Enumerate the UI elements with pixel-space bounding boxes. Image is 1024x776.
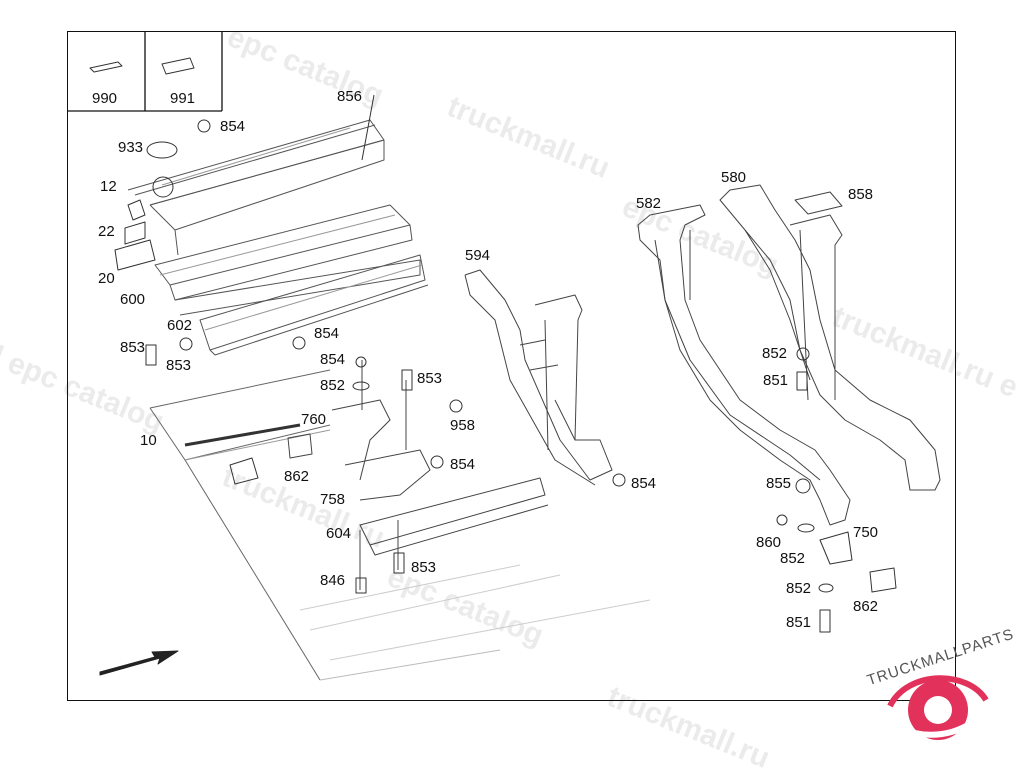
callout-594: 594 (465, 247, 491, 264)
callout-22: 22 (98, 223, 115, 240)
callout-604: 604 (326, 525, 352, 542)
callout-854: 854 (631, 475, 657, 492)
support-bracket-580 (719, 184, 941, 491)
callout-10: 10 (140, 432, 157, 449)
fasteners (114, 119, 897, 633)
callout-580: 580 (721, 169, 747, 186)
callout-933: 933 (118, 139, 144, 156)
legend-boxes (67, 31, 223, 112)
callout-853: 853 (417, 370, 443, 387)
bracket-assembly (287, 360, 549, 590)
diagram-frame (67, 31, 956, 701)
callout-760: 760 (301, 411, 327, 428)
callout-860: 860 (756, 534, 782, 551)
callout-862: 862 (284, 468, 310, 485)
exploded-parts-drawing (67, 31, 941, 681)
callout-854: 854 (220, 118, 246, 135)
callout-852: 852 (320, 377, 346, 394)
floor-panel (149, 369, 651, 681)
callout-858: 858 (848, 186, 874, 203)
callout-958: 958 (450, 417, 476, 434)
brand-logo (887, 675, 989, 740)
callout-853: 853 (166, 357, 192, 374)
callout-852: 852 (786, 580, 812, 597)
callout-846: 846 (320, 572, 346, 589)
callout-854: 854 (320, 351, 346, 368)
callout-853: 853 (411, 559, 437, 576)
callout-582: 582 (636, 195, 662, 212)
support-bracket-582 (637, 204, 851, 526)
callout-851: 851 (786, 614, 812, 631)
callout-854: 854 (450, 456, 476, 473)
callout-862: 862 (853, 598, 879, 615)
callout-600: 600 (120, 291, 146, 308)
callout-856: 856 (337, 88, 363, 105)
legend-label-990: 990 (92, 90, 118, 107)
callout-853: 853 (120, 339, 146, 356)
upper-rail (127, 119, 385, 256)
support-bracket-594 (464, 269, 613, 486)
callout-852: 852 (762, 345, 788, 362)
callout-854: 854 (314, 325, 340, 342)
callout-758: 758 (320, 491, 346, 508)
callout-750: 750 (853, 524, 879, 541)
callout-851: 851 (763, 372, 789, 389)
callout-855: 855 (766, 475, 792, 492)
lower-rail (199, 254, 429, 356)
callout-12: 12 (100, 178, 117, 195)
callout-602: 602 (167, 317, 193, 334)
middle-rail (154, 204, 421, 316)
legend-label-991: 991 (170, 90, 196, 107)
direction-arrow (99, 650, 179, 676)
callout-20: 20 (98, 270, 115, 287)
callout-852: 852 (780, 550, 806, 567)
